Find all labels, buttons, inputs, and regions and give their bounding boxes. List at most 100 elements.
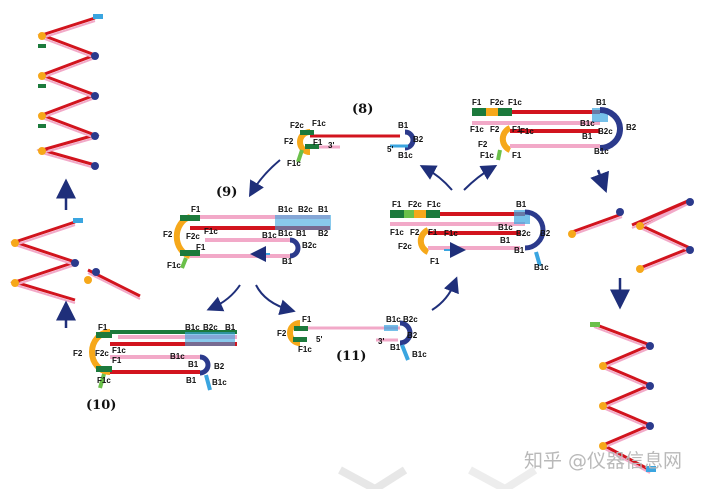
s8-label-1: F1c bbox=[312, 119, 326, 128]
arrow-center-to-top-right bbox=[463, 165, 498, 191]
structure-top-right: F1 F2c F1c B1 F1c F2 F1 B1c B2 F1c B2c F… bbox=[470, 98, 637, 161]
cr-label-1: F2c bbox=[408, 200, 422, 209]
cr-label-2: F1c bbox=[427, 200, 441, 209]
s8-label-6: B1 bbox=[398, 121, 409, 130]
cr-label-11: F2c bbox=[398, 242, 412, 251]
tr-label-10: B2c bbox=[598, 127, 613, 136]
cr-label-14: B1 bbox=[514, 246, 525, 255]
s9-label-5: F2c bbox=[186, 232, 200, 241]
tr-label-12: B1 bbox=[582, 132, 593, 141]
s10-label-7: B1c bbox=[170, 352, 185, 361]
tr-label-0: F1 bbox=[472, 98, 482, 107]
s10-label-5: F2c bbox=[95, 349, 109, 358]
stage-label-10: (10) bbox=[86, 398, 116, 413]
s9-label-12: F1 bbox=[196, 243, 206, 252]
s10-label-3: B1 bbox=[225, 323, 236, 332]
s10-label-9: B1 bbox=[188, 360, 199, 369]
arrow-center-to-8 bbox=[419, 165, 453, 191]
s10-label-8: F1 bbox=[112, 356, 122, 365]
arrow-9-to-11 bbox=[255, 284, 296, 316]
s11-label-9: B1c bbox=[412, 350, 427, 359]
zigzag-right-bottom bbox=[590, 322, 656, 474]
stage-label-9: (9) bbox=[216, 185, 237, 200]
structure-center-right: F1 F2c F1c B1 F1c F2 F1 B1c B2c F1c B2 F… bbox=[390, 200, 551, 272]
s9-label-1: B1c bbox=[278, 205, 293, 214]
arrow-down-right-top bbox=[590, 169, 609, 194]
tr-label-11: F2 bbox=[478, 140, 488, 149]
tr-label-3: B1 bbox=[596, 98, 607, 107]
s8-label-9: B1c bbox=[398, 151, 413, 160]
s9-label-14: B1 bbox=[282, 257, 293, 266]
tr-label-4: F1c bbox=[470, 125, 484, 134]
cr-label-9: F1c bbox=[444, 229, 458, 238]
s8-label-3: F1 bbox=[313, 138, 323, 147]
s11-label-6: F1c bbox=[298, 345, 312, 354]
tr-label-6: F1 bbox=[512, 125, 522, 134]
s11-label-5: 3' bbox=[378, 337, 384, 346]
s8-label-4: 3' bbox=[328, 141, 334, 150]
s10-label-12: B1 bbox=[186, 376, 197, 385]
s9-label-7: B1c bbox=[278, 229, 293, 238]
s8-label-2: F2 bbox=[284, 137, 294, 146]
cr-label-8: B2c bbox=[516, 229, 531, 238]
s11-label-3: F2 bbox=[277, 329, 287, 338]
s9-label-8: B1 bbox=[296, 229, 307, 238]
cr-label-15: B1c bbox=[534, 263, 549, 272]
faint-logo-mark-2 bbox=[468, 466, 538, 489]
s9-label-3: B1 bbox=[318, 205, 329, 214]
cr-label-3: B1 bbox=[516, 200, 527, 209]
structure-stage-9: F1 B1c B2c B1 F2 F2c F1c B1c B1 B2 B1c B… bbox=[163, 205, 331, 270]
tr-label-14: F1 bbox=[512, 151, 522, 160]
arrow-8-to-9 bbox=[248, 159, 281, 198]
s10-label-6: F1c bbox=[112, 346, 126, 355]
structure-stage-10: F1 B1c B2c B1 F2 F2c F1c B1c F1 B1 B2 F1… bbox=[73, 323, 237, 391]
stage-label-8: (8) bbox=[352, 102, 373, 117]
s11-label-1: B1c bbox=[386, 315, 401, 324]
s11-label-7: B2 bbox=[407, 331, 418, 340]
s8-label-7: B2 bbox=[413, 135, 424, 144]
tr-label-13: F1c bbox=[480, 151, 494, 160]
s9-label-2: B2c bbox=[298, 205, 313, 214]
s11-label-0: F1 bbox=[302, 315, 312, 324]
s10-label-11: F1c bbox=[97, 376, 111, 385]
s9-label-13: F1c bbox=[167, 261, 181, 270]
tr-label-7: B1c bbox=[580, 119, 595, 128]
cr-label-7: B1c bbox=[498, 223, 513, 232]
watermark-text: 知乎 @仪器信息网 bbox=[524, 450, 683, 472]
cr-label-12: B1 bbox=[500, 236, 511, 245]
zigzag-right-middle bbox=[568, 198, 694, 273]
structure-stage-8: F2c F1c F2 F1 3' F1c B1 B2 5' B1c bbox=[284, 119, 424, 168]
tr-label-2: F1c bbox=[508, 98, 522, 107]
s8-label-0: F2c bbox=[290, 121, 304, 130]
arrow-9-to-10 bbox=[206, 284, 241, 312]
s9-label-4: F2 bbox=[163, 230, 173, 239]
s8-label-5: F1c bbox=[287, 159, 301, 168]
tr-label-9: F1c bbox=[520, 127, 534, 136]
s10-label-4: F2 bbox=[73, 349, 83, 358]
cr-label-10: B2 bbox=[540, 229, 551, 238]
cr-label-4: F1c bbox=[390, 228, 404, 237]
cr-label-5: F2 bbox=[410, 228, 420, 237]
tr-label-8: B2 bbox=[626, 123, 637, 132]
arrow-11-to-center bbox=[431, 276, 459, 311]
s8-label-8: 5' bbox=[387, 145, 393, 154]
cr-label-13: F1 bbox=[430, 257, 440, 266]
s10-label-2: B2c bbox=[203, 323, 218, 332]
tr-label-15: B1c bbox=[594, 147, 609, 156]
s11-label-8: B1 bbox=[390, 343, 401, 352]
s10-label-0: F1 bbox=[98, 323, 108, 332]
stage-label-11: (11) bbox=[336, 349, 366, 364]
zigzag-left-middle bbox=[10, 218, 141, 304]
s10-label-10: B2 bbox=[214, 362, 225, 371]
s11-label-4: 5' bbox=[316, 335, 322, 344]
s9-label-6: F1c bbox=[204, 227, 218, 236]
tr-label-1: F2c bbox=[490, 98, 504, 107]
tr-label-5: F2 bbox=[490, 125, 500, 134]
s9-label-11: B2c bbox=[302, 241, 317, 250]
s9-label-10: B1c bbox=[262, 231, 277, 240]
cr-label-6: F1 bbox=[428, 228, 438, 237]
cr-label-0: F1 bbox=[392, 200, 402, 209]
faint-logo-mark bbox=[338, 466, 408, 489]
